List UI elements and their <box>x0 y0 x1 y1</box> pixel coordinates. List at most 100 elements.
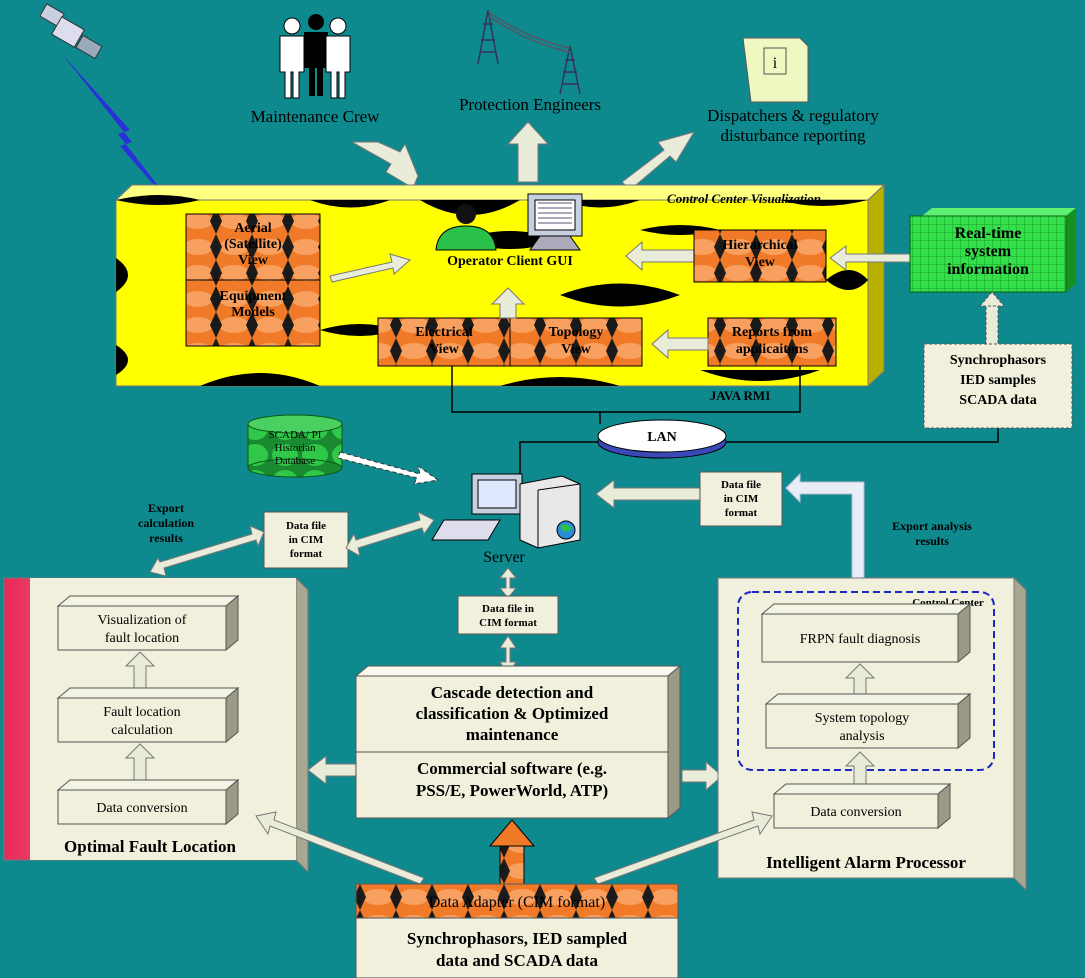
arrow-conv-to-calc <box>124 743 156 781</box>
arrow-datafile-left-server <box>345 511 435 558</box>
datafile-center-box: Data file in CIM format <box>457 595 559 635</box>
arrow-datafile-left-ofl <box>149 525 265 577</box>
bottom-label-2: data and SCADA data <box>436 951 599 970</box>
lan-to-server-line <box>519 441 598 476</box>
topology-label-1: Topology <box>549 325 604 340</box>
arrow-db-to-server <box>337 451 440 485</box>
arrow-adapter-to-ofl <box>255 811 425 885</box>
orange-up-arrow <box>488 819 536 885</box>
center-label-3: maintenance <box>466 725 559 744</box>
export-analysis-2: results <box>915 534 949 548</box>
datafile-right-3: format <box>725 507 758 519</box>
database-label-1: SCADA/ PI <box>269 429 322 441</box>
arrow-datafile-to-server <box>595 478 701 510</box>
commercial-label-2: PSS/E, PowerWorld, ATP) <box>416 781 608 800</box>
database-label-2: Historian <box>275 442 316 454</box>
lightning-icon <box>62 54 186 222</box>
reports-label-1: Reports from <box>732 325 813 340</box>
rmi-connector <box>451 366 801 413</box>
datafile-right-2: in CIM <box>724 493 759 505</box>
arrow-to-dispatchers <box>621 131 696 191</box>
aerial-label-1: Aerial <box>234 221 271 236</box>
electrical-label-2: View <box>429 342 460 357</box>
frpn-box: FRPN fault diagnosis <box>760 602 972 664</box>
arrow-reports-to-topology <box>651 328 709 360</box>
bottom-label-1: Synchrophasors, IED sampled <box>407 929 628 948</box>
datafile-left-box: Data file in CIM format <box>263 511 349 569</box>
maintenance-crew-label: Maintenance Crew <box>251 107 381 126</box>
dashed-arrow-sync-to-realtime <box>978 291 1006 345</box>
ofl-calc-1: Fault location <box>103 705 180 720</box>
sync-label-1: Synchrophasors <box>950 353 1047 368</box>
hierarchical-view-box: Hierarchical View <box>693 229 827 283</box>
ofl-calc-2: calculation <box>111 723 172 738</box>
dispatchers-label-line2: disturbance reporting <box>721 126 866 145</box>
satellite-icon <box>39 3 103 60</box>
aerial-label-3: View <box>238 253 269 268</box>
ofl-conversion-box: Data conversion <box>56 778 240 826</box>
realtime-label-3: information <box>947 261 1029 278</box>
commercial-label-1: Commercial software (e.g. <box>417 759 607 778</box>
hierarchical-label-2: View <box>745 255 776 270</box>
aerial-label-2: (Satellite) <box>224 237 282 252</box>
export-calc-1: Export <box>148 501 184 515</box>
control-center-title: Control Center Visualization <box>667 191 821 206</box>
equipment-label-1: Equipment <box>220 289 287 304</box>
arrow-calc-to-vis <box>124 651 156 691</box>
ofl-calc-box: Fault location calculation <box>56 686 240 744</box>
iap-conv: Data conversion <box>810 805 901 820</box>
database-label-3: Database <box>275 455 315 467</box>
export-calc-3: results <box>149 531 183 545</box>
arrow-to-protection <box>506 121 550 183</box>
datafile-center-1: Data file in <box>482 603 534 615</box>
datafile-right-box: Data file in CIM format <box>699 471 783 527</box>
server-icon <box>431 473 581 549</box>
arrow-server-datafile <box>498 567 518 599</box>
arrow-commercial-to-ofl <box>307 754 357 786</box>
iap-title: Intelligent Alarm Processor <box>766 853 966 872</box>
datafile-center-2: CIM format <box>479 617 537 629</box>
arrow-views-to-gui <box>490 287 526 319</box>
data-adapter-box: Data Adapter (CIM format) <box>355 883 679 919</box>
realtime-label-1: Real-time <box>955 225 1022 242</box>
protection-engineers-label: Protection Engineers <box>459 95 601 114</box>
operator-gui-label: Operator Client GUI <box>447 254 573 269</box>
sync-label-2: IED samples <box>960 373 1036 388</box>
datafile-left-2: in CIM <box>289 534 324 546</box>
export-analysis-arrow <box>785 472 865 579</box>
ofl-conv: Data conversion <box>96 801 187 816</box>
dispatchers-label-line1: Dispatchers & regulatory <box>707 106 879 125</box>
frpn-label: FRPN fault diagnosis <box>800 632 921 647</box>
source-data-box: Synchrophasors, IED sampled data and SCA… <box>355 917 679 978</box>
topology-view-box: Topology View <box>509 317 643 367</box>
system-topology-box: System topology analysis <box>764 692 972 750</box>
cascade-detection-box: Cascade detection and classification & O… <box>354 664 682 820</box>
arrow-aerial-to-gui <box>329 253 412 283</box>
center-label-2: classification & Optimized <box>416 704 609 723</box>
export-calc-2: calculation <box>138 516 194 530</box>
server-label: Server <box>483 549 525 566</box>
aerial-view-box: Aerial (Satellite) View Equipment Models <box>185 213 321 347</box>
arrow-commercial-to-iap <box>681 760 723 792</box>
hierarchical-label-1: Hierarchical <box>722 238 797 253</box>
operator-icon <box>435 204 497 251</box>
monitor-icon <box>527 193 583 251</box>
ofl-vis-1: Visualization of <box>98 613 187 628</box>
electrical-view-box: Electrical View <box>377 317 511 367</box>
electrical-label-1: Electrical <box>415 325 473 340</box>
realtime-info-box: Real-time system information <box>909 208 1076 293</box>
datafile-left-3: format <box>290 548 323 560</box>
sync-label-3: SCADA data <box>959 393 1036 408</box>
center-label-1: Cascade detection and <box>431 683 594 702</box>
transmission-tower-icon <box>477 9 581 95</box>
realtime-label-2: system <box>965 243 1012 260</box>
system-topology-1: System topology <box>815 711 910 726</box>
adapter-label: Data Adapter (CIM format) <box>429 894 605 911</box>
datafile-left-1: Data file <box>286 520 326 532</box>
arrow-adapter-to-iap <box>593 811 773 885</box>
arrow-to-maintenance <box>350 141 419 189</box>
ofl-title: Optimal Fault Location <box>64 837 236 856</box>
java-rmi-label: JAVA RMI <box>710 388 771 403</box>
document-icon: i <box>742 37 809 103</box>
